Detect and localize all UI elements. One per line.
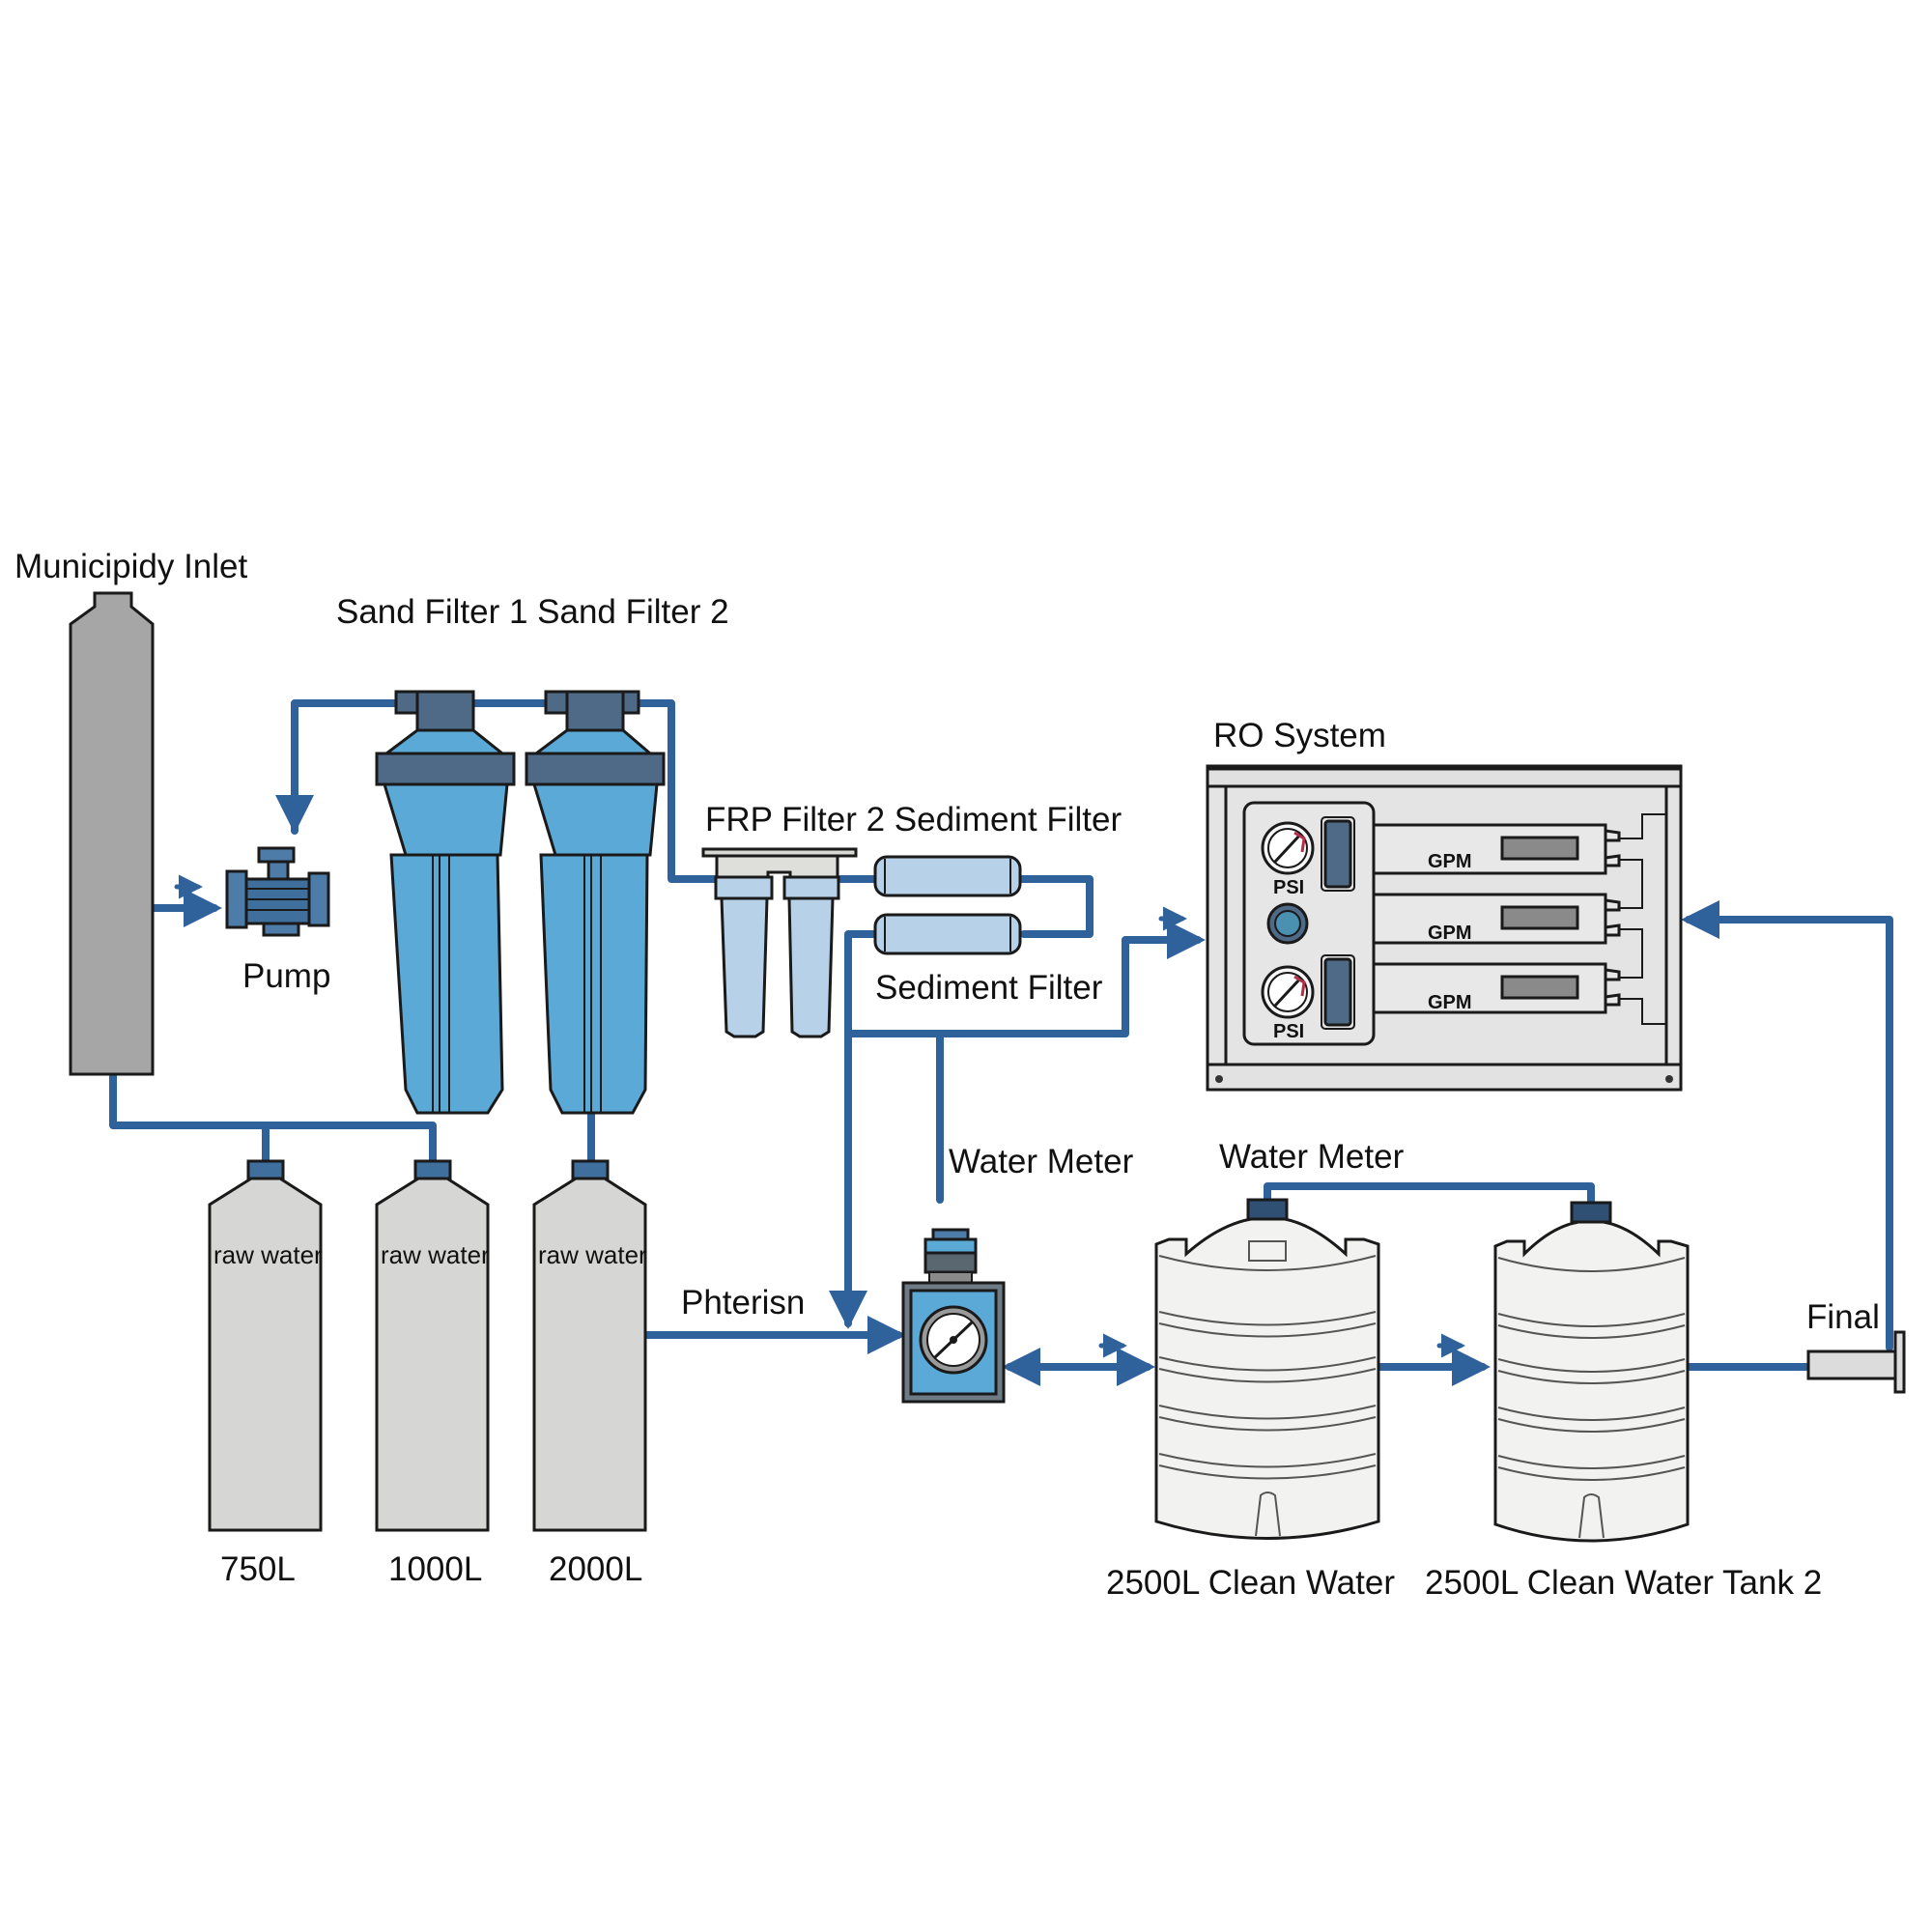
sand-filters-label: Sand Filter 1 Sand Filter 2 <box>336 593 729 631</box>
water-meter[interactable] <box>901 1228 1006 1404</box>
sand-filter-1[interactable] <box>375 690 516 1115</box>
raw-tank-2-capacity: 1000L <box>388 1550 482 1588</box>
ro-membrane-3: GPM <box>1372 962 1621 1014</box>
raw-tank-2[interactable]: raw water 1000L <box>375 1159 490 1588</box>
raw-tank-1[interactable]: raw water 750L <box>208 1159 323 1588</box>
pipe-clean-tank-top-link <box>1264 1182 1595 1207</box>
water-meter-1-label: Water Meter <box>949 1143 1134 1180</box>
pump-label: Pump <box>242 957 330 995</box>
frp-filter[interactable] <box>701 847 858 1038</box>
sediment-filter-lower[interactable] <box>873 913 1022 955</box>
frp-sediment-label: FRP Filter 2 Sediment Filter <box>705 801 1122 838</box>
clean-tank-2[interactable]: 2500L Clean Water Tank 2 <box>1425 1201 1822 1602</box>
municipal-inlet-label: Municipidy Inlet <box>14 548 247 585</box>
pipe-sediment-out <box>844 930 883 1327</box>
sediment-filter-upper[interactable] <box>873 855 1022 897</box>
ro-membrane-2: GPM <box>1372 893 1621 945</box>
control-button[interactable] <box>1266 902 1309 945</box>
sand-filter-2[interactable] <box>525 690 666 1115</box>
raw-tank-3-capacity: 2000L <box>549 1550 642 1588</box>
gpm-label-1: GPM <box>1428 851 1472 872</box>
ro-membrane-1: GPM <box>1372 823 1621 875</box>
clean-tank-2-label: 2500L Clean Water Tank 2 <box>1425 1564 1822 1602</box>
raw-tank-3-label: raw water <box>538 1240 647 1269</box>
ro-system-label: RO System <box>1213 717 1386 754</box>
raw-tank-2-label: raw water <box>381 1240 490 1269</box>
raw-tank-1-label: raw water <box>213 1240 323 1269</box>
clean-tank-1-label: 2500L Clean Water <box>1106 1564 1395 1602</box>
gpm-label-2: GPM <box>1428 923 1472 944</box>
water-meter-2-label: Water Meter <box>1219 1138 1405 1176</box>
pipe-network <box>109 699 1893 1386</box>
ro-system[interactable]: PSI PSI GPM GPM <box>1206 764 1683 1092</box>
psi-label-1: PSI <box>1273 877 1304 898</box>
raw-tank-1-capacity: 750L <box>220 1550 296 1588</box>
pipe-sand-to-pump <box>291 699 719 883</box>
gpm-label-3: GPM <box>1428 992 1472 1013</box>
pump[interactable]: Pump <box>225 846 330 995</box>
municipal-inlet: Municipidy Inlet <box>14 548 247 1076</box>
psi-label-2: PSI <box>1273 1021 1304 1042</box>
final-label: Final <box>1806 1298 1880 1336</box>
pipe-to-ro <box>844 921 1206 1037</box>
pipe-final-return-to-ro <box>1681 900 1893 1351</box>
final-outlet[interactable] <box>1806 1330 1906 1394</box>
clean-tank-1[interactable]: 2500L Clean Water <box>1106 1198 1395 1602</box>
phterisn-label: Phterisn <box>681 1284 805 1321</box>
pressure-gauge-2: PSI <box>1261 965 1315 1042</box>
sediment-filter-lower-label: Sediment Filter <box>875 969 1103 1007</box>
pressure-gauge-1: PSI <box>1261 821 1315 898</box>
raw-tank-3[interactable]: raw water 2000L <box>532 1159 647 1588</box>
pipe-inlet-to-raw-tanks <box>109 1070 437 1168</box>
